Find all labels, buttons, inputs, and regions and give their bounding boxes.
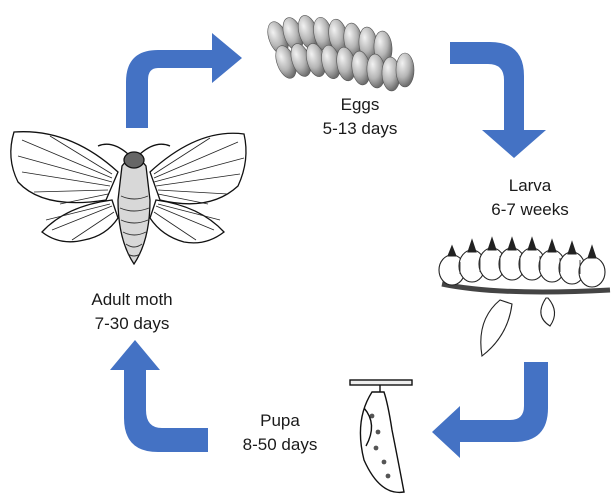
larva-label: Larva 6-7 weeks — [460, 174, 600, 222]
arrow-eggs-to-larva — [450, 42, 546, 158]
eggs-stage-duration: 5-13 days — [300, 117, 420, 141]
pupa-illustration — [350, 380, 412, 492]
arrow-pupa-to-adult — [110, 340, 208, 452]
eggs-label: Eggs 5-13 days — [300, 93, 420, 141]
arrow-larva-to-pupa — [432, 362, 548, 458]
adult-stage-name: Adult moth — [62, 288, 202, 312]
moth-illustration — [11, 132, 246, 264]
adult-stage-duration: 7-30 days — [62, 312, 202, 336]
arrow-adult-to-eggs — [126, 33, 242, 128]
pupa-label: Pupa 8-50 days — [220, 409, 340, 457]
eggs-illustration — [264, 13, 414, 91]
larva-stage-duration: 6-7 weeks — [460, 198, 600, 222]
adult-label: Adult moth 7-30 days — [62, 288, 202, 336]
larva-stage-name: Larva — [460, 174, 600, 198]
caterpillar-illustration — [439, 238, 610, 356]
pupa-stage-duration: 8-50 days — [220, 433, 340, 457]
eggs-stage-name: Eggs — [300, 93, 420, 117]
pupa-stage-name: Pupa — [220, 409, 340, 433]
